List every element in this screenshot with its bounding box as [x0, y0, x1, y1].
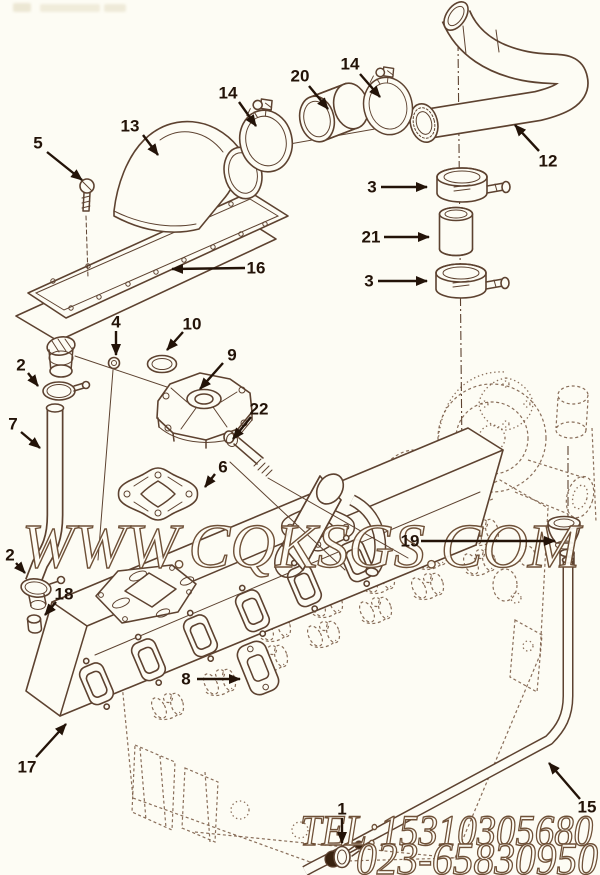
breather-tube — [25, 403, 65, 586]
callout-label-3: 3 — [367, 178, 376, 197]
callout-label-21: 21 — [362, 228, 381, 247]
callout-label-9: 9 — [227, 346, 236, 365]
callout-arrow-9 — [199, 362, 224, 390]
callout-label-7: 7 — [8, 415, 17, 434]
leader-lines — [229, 461, 409, 571]
footer-phone-1: TEL:15310305680 — [300, 808, 593, 855]
callout-label-10: 10 — [183, 315, 202, 334]
connector-sleeve — [438, 206, 474, 257]
exhaust-port-gasket — [236, 640, 280, 696]
intake-cover-casting — [156, 372, 253, 449]
callout-arrow-6 — [204, 473, 216, 488]
callout-arrow-12 — [514, 124, 540, 152]
callout-arrow-5 — [46, 151, 83, 181]
intake-cover-assembly — [15, 61, 419, 342]
manifold-left-flange — [95, 564, 197, 624]
callout-label-8: 8 — [181, 670, 190, 689]
faint-print-artifact — [13, 3, 126, 12]
callout-layer: 5 13 14 20 14 12 3 21 3 16 2 4 10 9 22 7 6 2 18 17 8 19 15 1 — [5, 55, 596, 844]
connector-hose — [298, 82, 370, 143]
manifold-drain-pipe — [349, 494, 387, 577]
callout-label-14: 14 — [341, 55, 360, 74]
breather-cover-cluster — [20, 336, 273, 634]
callout-label-13: 13 — [121, 117, 140, 136]
callout-label-2: 2 — [16, 356, 25, 375]
callout-arrow-10 — [166, 331, 184, 351]
callout-arrow-16 — [171, 263, 246, 274]
flange-bolt — [223, 430, 273, 477]
callout-arrow-7 — [20, 431, 41, 449]
callout-arrow-14 — [359, 73, 381, 98]
manifold-slip-joint-bell — [274, 473, 345, 579]
tube-clamp — [324, 840, 364, 869]
callout-arrow-18 — [44, 601, 57, 616]
pipe-plug — [26, 614, 43, 634]
callout-label-14: 14 — [219, 84, 238, 103]
callout-label-18: 18 — [55, 585, 74, 604]
callout-label-1: 1 — [337, 800, 346, 819]
footer-phone-2: 023-65830950 — [356, 833, 598, 875]
callout-label-12: 12 — [539, 152, 558, 171]
callout-label-17: 17 — [18, 758, 37, 777]
callout-arrow-2 — [13, 561, 26, 574]
square-gasket — [117, 467, 199, 521]
callout-arrow-15 — [548, 762, 581, 800]
breather-cap — [46, 336, 76, 378]
callout-label-20: 20 — [291, 67, 310, 86]
callout-label-3: 3 — [364, 272, 373, 291]
drain-tube — [302, 556, 575, 875]
callout-arrow-13 — [142, 134, 159, 156]
callout-label-2: 2 — [5, 546, 14, 565]
callout-arrow-2 — [27, 372, 39, 387]
callout-arrow-17 — [35, 723, 67, 758]
callout-label-15: 15 — [578, 798, 597, 817]
watermark-text: WWW.CQKSGS.COM — [22, 513, 583, 581]
hose-clamp-small-upper — [42, 380, 91, 401]
exhaust-manifold — [25, 427, 504, 717]
callout-arrow-22 — [232, 416, 252, 440]
callout-label-22: 22 — [250, 400, 269, 419]
callout-label-16: 16 — [247, 259, 266, 278]
v-band-clamp-right — [354, 61, 419, 141]
air-inlet-elbow — [113, 120, 239, 233]
o-ring-seal — [146, 354, 178, 374]
air-transfer-tube — [409, 1, 589, 144]
hex-nut — [107, 356, 121, 370]
callout-label-19: 19 — [401, 532, 420, 551]
callout-label-4: 4 — [111, 313, 121, 332]
hose-clamp-lower — [435, 263, 510, 299]
mounting-screw — [79, 178, 95, 279]
callout-label-5: 5 — [33, 134, 42, 153]
callout-label-6: 6 — [218, 458, 227, 477]
hose-clamp-upper — [436, 167, 511, 203]
callout-arrow-14 — [238, 101, 257, 127]
callout-arrow-20 — [308, 85, 329, 110]
hose-clamp-small-lower — [20, 575, 66, 610]
